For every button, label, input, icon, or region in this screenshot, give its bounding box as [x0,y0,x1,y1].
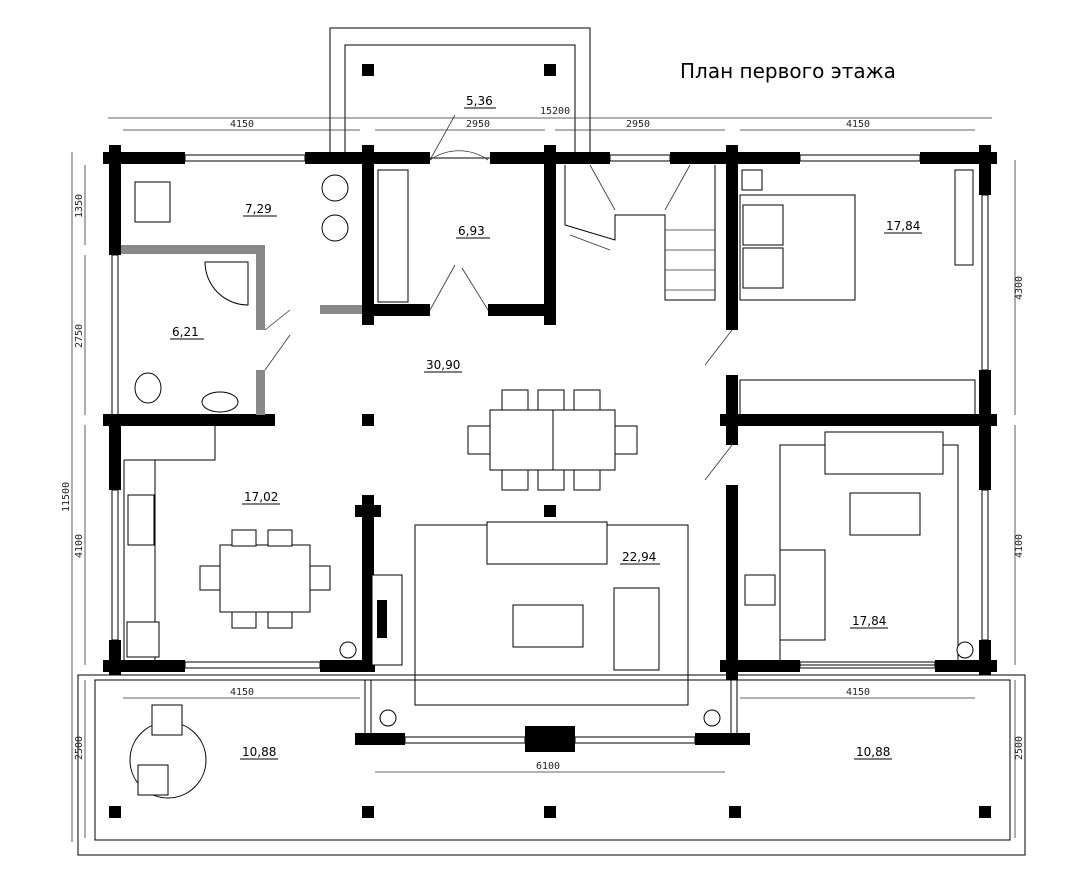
plan-title: План первого этажа [680,59,896,83]
dim-left-3: 4100 [74,534,85,558]
terrace [77,674,1026,856]
staircase [564,164,716,301]
room-area-porch: 5,36 [466,94,493,108]
dim-left-4: 2500 [74,736,85,760]
dim-total-width: 15200 [540,106,570,117]
room-area-terrace-right: 10,88 [856,745,890,759]
room-area-wardrobe: 6,93 [458,224,485,238]
room-area-bedroom-top: 17,84 [886,219,920,233]
dim-left-1: 1350 [74,194,85,218]
room-area-hall: 30,90 [426,358,460,372]
room-area-boiler: 7,29 [245,202,272,216]
top-porch [329,27,591,159]
dim-top-3: 2950 [626,119,650,130]
dim-total-height: 11500 [61,482,72,512]
dim-bottom-right: 4150 [846,687,870,698]
dim-right-3: 2500 [1014,736,1025,760]
dim-top-4: 4150 [846,119,870,130]
dim-top-1: 4150 [230,119,254,130]
room-area-kitchen: 17,02 [244,490,278,504]
dim-bottom-center: 6100 [536,761,560,772]
doors [264,114,733,481]
dim-top-2: 2950 [466,119,490,130]
room-area-bathroom: 6,21 [172,325,199,339]
dim-right-2: 4100 [1014,534,1025,558]
dim-bottom-left: 4150 [230,687,254,698]
furniture [123,169,976,799]
room-area-terrace-left: 10,88 [242,745,276,759]
dimension-lines [71,117,1016,842]
room-area-bedroom-bottom: 17,84 [852,614,886,628]
room-labels: 5,36 7,29 6,93 6,21 30,90 17,84 17,02 22… [170,94,922,760]
dim-left-2: 2750 [74,324,85,348]
room-area-living: 22,94 [622,550,656,564]
dim-right-1: 4300 [1014,276,1025,300]
walls [103,145,997,752]
